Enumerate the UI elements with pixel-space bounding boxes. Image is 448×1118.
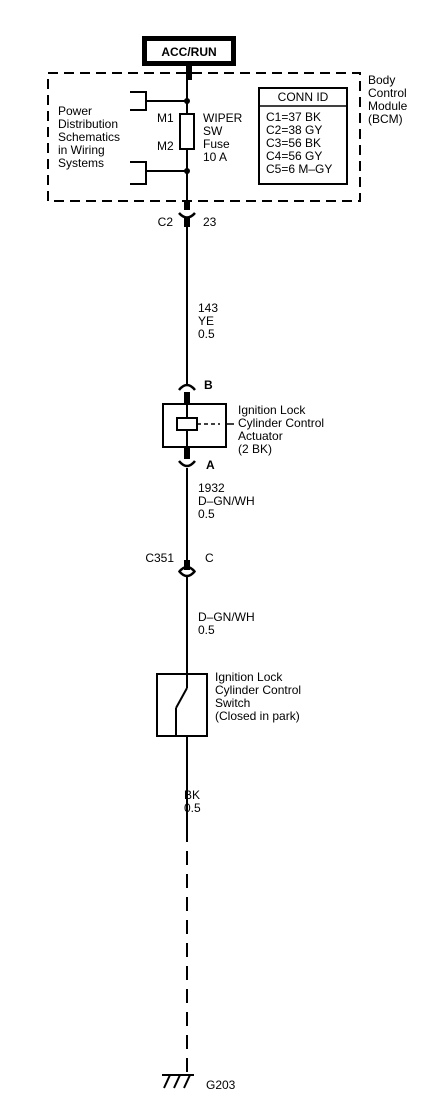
connector-c2: C2 23 — [158, 200, 217, 229]
ignition-lock-switch — [156, 673, 208, 737]
c351-pin: C — [205, 551, 214, 565]
power-distribution-label: Power Distribution Schematics in Wiring … — [58, 104, 120, 170]
svg-text:Control: Control — [368, 86, 407, 100]
ground-label: G203 — [206, 1078, 236, 1092]
svg-text:Ignition Lock: Ignition Lock — [215, 670, 283, 684]
svg-text:BK: BK — [184, 788, 200, 802]
power-source-box: ACC/RUN — [142, 36, 236, 66]
svg-text:C5=6 M–GY: C5=6 M–GY — [266, 162, 332, 176]
switch-label: Ignition Lock Cylinder Control Switch (C… — [215, 670, 301, 723]
c351-name: C351 — [145, 551, 174, 565]
svg-text:Schematics: Schematics — [58, 130, 120, 144]
fuse-pin-m2: M2 — [157, 139, 174, 153]
svg-text:(BCM): (BCM) — [368, 112, 403, 126]
svg-text:(2 BK): (2 BK) — [238, 442, 272, 456]
svg-text:Ignition Lock: Ignition Lock — [238, 403, 306, 417]
fuse-label: WIPER SW Fuse 10 A — [203, 111, 243, 164]
svg-text:Body: Body — [368, 73, 395, 87]
svg-text:Power: Power — [58, 104, 92, 118]
bcm-label: Body Control Module (BCM) — [368, 73, 408, 126]
wire-label-d-gn-wh: D–GN/WH 0.5 — [198, 610, 255, 637]
svg-text:0.5: 0.5 — [198, 507, 215, 521]
svg-text:C3=56 BK: C3=56 BK — [266, 136, 321, 150]
wire-label-1932: 1932 D–GN/WH 0.5 — [198, 481, 255, 521]
svg-text:Module: Module — [368, 99, 408, 113]
actuator-pin-b: B — [204, 378, 213, 392]
wire-label-bk: BK 0.5 — [184, 788, 201, 815]
svg-text:C2=38 GY: C2=38 GY — [266, 123, 322, 137]
wiper-sw-fuse — [179, 113, 195, 150]
svg-text:C1=37 BK: C1=37 BK — [266, 110, 321, 124]
svg-text:Distribution: Distribution — [58, 117, 118, 131]
svg-text:Systems: Systems — [58, 156, 104, 170]
conn-id-title: CONN ID — [278, 90, 329, 104]
svg-text:143: 143 — [198, 301, 218, 315]
conn-id-table: CONN ID C1=37 BK C2=38 GY C3=56 BK C4=56… — [258, 87, 348, 185]
actuator-connector-b: B — [178, 378, 213, 404]
c2-name: C2 — [158, 215, 174, 229]
c2-pin: 23 — [203, 215, 217, 229]
svg-text:YE: YE — [198, 314, 214, 328]
svg-text:Actuator: Actuator — [238, 429, 283, 443]
actuator-label: Ignition Lock Cylinder Control Actuator … — [238, 403, 324, 456]
actuator-pin-a: A — [206, 458, 215, 472]
svg-text:D–GN/WH: D–GN/WH — [198, 494, 255, 508]
svg-text:0.5: 0.5 — [184, 801, 201, 815]
power-distribution-brackets — [130, 91, 187, 185]
svg-text:D–GN/WH: D–GN/WH — [198, 610, 255, 624]
svg-text:SW: SW — [203, 124, 223, 138]
connector-c351: C351 C — [145, 551, 214, 578]
power-source-label: ACC/RUN — [161, 45, 216, 59]
wire-label-143: 143 YE 0.5 — [198, 301, 218, 341]
bcm-enclosure — [47, 72, 361, 202]
actuator-coil — [176, 417, 198, 431]
svg-text:10 A: 10 A — [203, 150, 227, 164]
svg-text:Switch: Switch — [215, 696, 250, 710]
svg-text:(Closed in park): (Closed in park) — [215, 709, 300, 723]
svg-text:Fuse: Fuse — [203, 137, 230, 151]
power-stub — [186, 66, 192, 80]
svg-text:in Wiring: in Wiring — [58, 143, 105, 157]
svg-text:Cylinder Control: Cylinder Control — [238, 416, 324, 430]
switch-contact — [175, 687, 188, 709]
svg-text:0.5: 0.5 — [198, 623, 215, 637]
actuator-connector-a: A — [178, 447, 215, 472]
svg-text:WIPER: WIPER — [203, 111, 243, 125]
svg-text:1932: 1932 — [198, 481, 225, 495]
fuse-pin-m1: M1 — [157, 111, 174, 125]
svg-text:Cylinder Control: Cylinder Control — [215, 683, 301, 697]
ground-symbol — [162, 1074, 194, 1089]
svg-text:C4=56 GY: C4=56 GY — [266, 149, 322, 163]
ignition-lock-actuator — [162, 403, 234, 448]
svg-text:0.5: 0.5 — [198, 327, 215, 341]
